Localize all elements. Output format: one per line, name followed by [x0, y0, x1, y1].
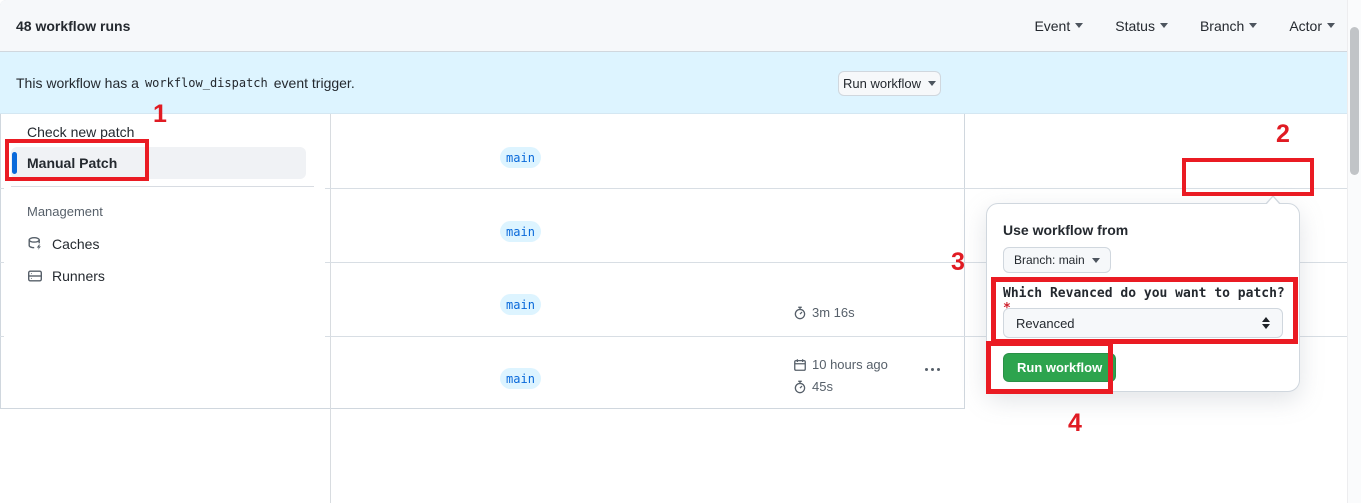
filter-status[interactable]: Status	[1115, 18, 1168, 34]
caret-down-icon	[1075, 23, 1084, 28]
caret-down-icon	[1249, 23, 1258, 28]
run-workflow-dropdown-panel: Use workflow from Branch: main Which Rev…	[986, 195, 1300, 392]
sidebar-item-label: Caches	[52, 236, 100, 252]
cache-icon	[27, 236, 43, 252]
branch-selector-button[interactable]: Branch: main	[1003, 247, 1111, 273]
label-text: Which Revanced do you want to patch?	[1003, 286, 1285, 301]
banner-text: This workflow has a	[16, 74, 139, 91]
caret-down-icon	[1091, 257, 1100, 263]
runners-icon	[27, 268, 43, 284]
management-section-label: Management	[27, 204, 103, 219]
duration-text: 45s	[812, 379, 833, 394]
row-divider	[0, 336, 4, 337]
workflow-runs-panel: 48 workflow runs Event Status Branch Act…	[0, 0, 1361, 409]
runs-count: 48 workflow runs	[16, 17, 131, 34]
use-workflow-from-label: Use workflow from	[1003, 222, 1129, 238]
time-text: 10 hours ago	[812, 357, 888, 372]
row-divider	[0, 262, 4, 263]
filter-label: Actor	[1289, 17, 1322, 34]
selected-item-accent-bar	[12, 152, 17, 174]
runs-list-header: 48 workflow runs Event Status Branch Act…	[0, 0, 1361, 52]
run-workflow-submit-button[interactable]: Run workflow	[1003, 353, 1117, 382]
branch-badge[interactable]: main	[500, 294, 541, 315]
filter-label: Status	[1115, 17, 1155, 34]
annotation-number-2: 2	[1276, 120, 1290, 148]
vertical-scrollbar-track[interactable]	[1347, 0, 1361, 503]
sort-icon	[1262, 317, 1270, 329]
button-label: Run workflow	[842, 76, 922, 91]
filter-label: Event	[1034, 17, 1071, 34]
stopwatch-icon	[793, 380, 807, 394]
row-divider	[325, 262, 1360, 263]
sidebar-item-label: Runners	[52, 268, 105, 284]
select-value: Revanced	[1016, 315, 1075, 331]
row-divider	[325, 336, 1360, 337]
caret-down-icon	[1327, 23, 1335, 28]
sidebar-item-runners[interactable]: Runners	[27, 268, 105, 284]
run-duration: 45s	[793, 379, 833, 394]
caret-down-icon	[928, 81, 937, 86]
branch-badge[interactable]: main	[500, 368, 541, 389]
annotation-box-2	[1182, 158, 1314, 196]
banner-text: event trigger.	[273, 74, 355, 91]
revanced-select[interactable]: Revanced	[1003, 308, 1283, 338]
annotation-number-4: 4	[1068, 409, 1082, 437]
vertical-scrollbar-thumb[interactable]	[1350, 27, 1359, 175]
branch-badge[interactable]: main	[500, 221, 541, 242]
run-time: 10 hours ago	[793, 357, 888, 372]
button-label: Branch: main	[1014, 253, 1085, 267]
sidebar-item-check-new-patch[interactable]: Check new patch	[27, 124, 135, 140]
stopwatch-icon	[793, 306, 807, 320]
filter-actor[interactable]: Actor	[1289, 18, 1335, 34]
kebab-menu-icon	[924, 367, 940, 371]
run-workflow-dropdown-button[interactable]: Run workflow	[838, 71, 941, 96]
duration-text: 3m 16s	[812, 305, 855, 320]
workflow-dispatch-banner: This workflow has a workflow_dispatch ev…	[0, 52, 1361, 114]
calendar-icon	[793, 358, 807, 372]
branch-badge[interactable]: main	[500, 147, 541, 168]
banner-code: workflow_dispatch	[144, 75, 268, 90]
caret-down-icon	[1159, 23, 1168, 28]
sidebar-item-caches[interactable]: Caches	[27, 236, 99, 252]
run-duration: 3m 16s	[793, 305, 855, 320]
sidebar-content-divider	[330, 0, 331, 503]
row-divider	[0, 188, 4, 189]
filter-label: Branch	[1199, 17, 1245, 34]
runs-filters: Event Status Branch Actor	[1034, 18, 1345, 34]
row-divider	[325, 188, 1360, 189]
sidebar-divider	[11, 186, 314, 187]
sidebar-item-manual-patch[interactable]: Manual Patch	[11, 147, 306, 179]
filter-branch[interactable]: Branch	[1199, 17, 1258, 34]
run-options-button[interactable]	[918, 360, 946, 378]
filter-event[interactable]: Event	[1034, 17, 1084, 34]
